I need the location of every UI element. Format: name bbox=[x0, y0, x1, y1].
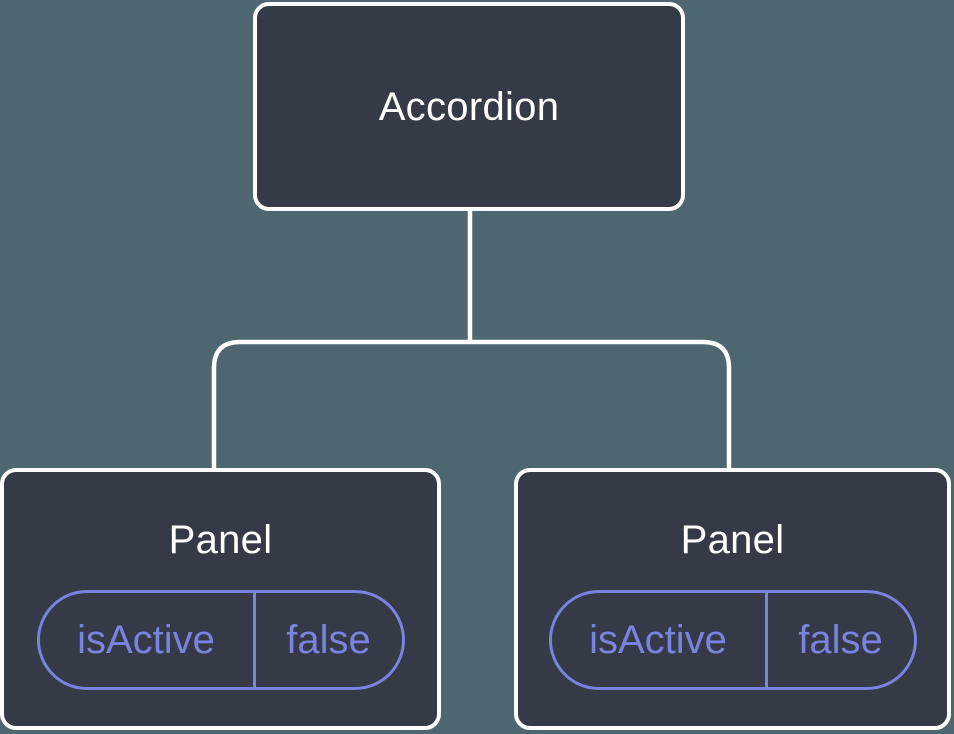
panel-node-label: Panel bbox=[680, 518, 785, 562]
state-pill: isActive false bbox=[548, 590, 917, 690]
state-value-label: false bbox=[286, 618, 371, 662]
tree-node-accordion: Accordion bbox=[253, 2, 685, 211]
panel-node-label: Panel bbox=[168, 518, 273, 562]
tree-node-panel-2: Panel isActive false bbox=[514, 468, 951, 730]
accordion-node-label: Accordion bbox=[378, 84, 560, 129]
tree-node-panel-1: Panel isActive false bbox=[0, 468, 441, 730]
state-name-label: isActive bbox=[552, 593, 768, 687]
state-name-label: isActive bbox=[40, 593, 256, 687]
connector-branch bbox=[211, 339, 732, 470]
state-value-label: false bbox=[798, 618, 883, 662]
state-pill: isActive false bbox=[36, 590, 405, 690]
